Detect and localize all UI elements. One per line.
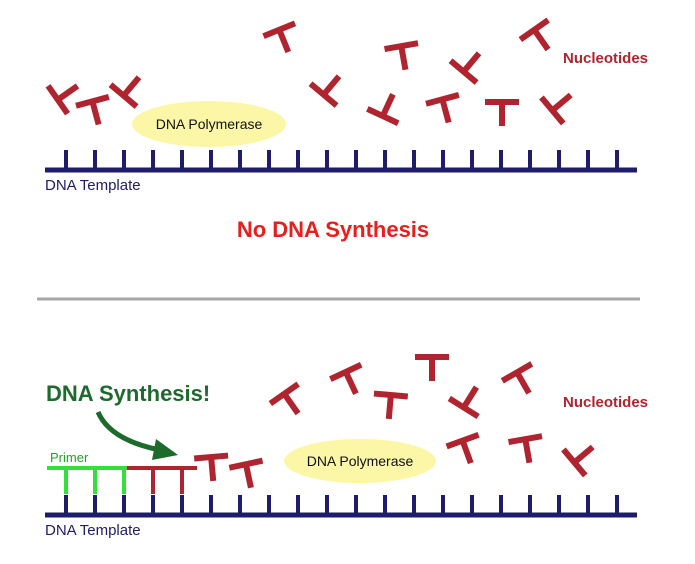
top-polymerase-label: DNA Polymerase [156, 116, 263, 132]
nucleotide [48, 72, 87, 114]
bottom-panel: DNA Template Primer DNA Synthesis! DNA P… [45, 357, 648, 539]
nucleotide [485, 102, 519, 126]
nucleotide [447, 435, 487, 469]
nucleotide [502, 364, 543, 402]
nucleotide [111, 66, 152, 106]
top-dna-template [45, 150, 637, 173]
top-dna-polymerase: DNA Polymerase [132, 101, 286, 147]
top-nucleotides-label: Nucleotides [563, 50, 648, 67]
nucleotide [311, 65, 352, 105]
nucleotide [563, 434, 603, 475]
nucleotide [385, 43, 423, 73]
top-panel: DNA Template DNA Polymerase Nucleotides … [45, 20, 648, 242]
bottom-polymerase-label: DNA Polymerase [307, 453, 414, 469]
nucleotide [541, 82, 581, 123]
nucleotide [426, 95, 465, 127]
nucleotide [415, 357, 449, 381]
nucleotide [229, 461, 267, 492]
synthesis-label: DNA Synthesis! [46, 381, 210, 406]
nucleotide [509, 436, 547, 466]
bottom-nucleotides-label: Nucleotides [563, 394, 648, 411]
nucleotide [367, 87, 408, 123]
nucleotide [263, 23, 304, 58]
bottom-dna-polymerase: DNA Polymerase [284, 439, 436, 483]
nucleotide [270, 384, 312, 423]
primer [47, 466, 127, 494]
top-nucleotides [48, 20, 582, 129]
nucleotide [330, 365, 371, 401]
nucleotide [372, 394, 408, 421]
primer-label: Primer [50, 450, 89, 465]
nucleotide [194, 456, 230, 483]
nucleotide [76, 97, 115, 129]
nucleotide [451, 42, 492, 82]
synthesized-strand [127, 466, 197, 494]
no-synthesis-label: No DNA Synthesis [237, 217, 429, 242]
bottom-template-label: DNA Template [45, 522, 141, 539]
top-template-label: DNA Template [45, 177, 141, 194]
nucleotide [449, 378, 491, 416]
bottom-dna-template [45, 495, 637, 518]
nucleotide [520, 20, 562, 59]
synthesis-arrow [95, 410, 178, 460]
